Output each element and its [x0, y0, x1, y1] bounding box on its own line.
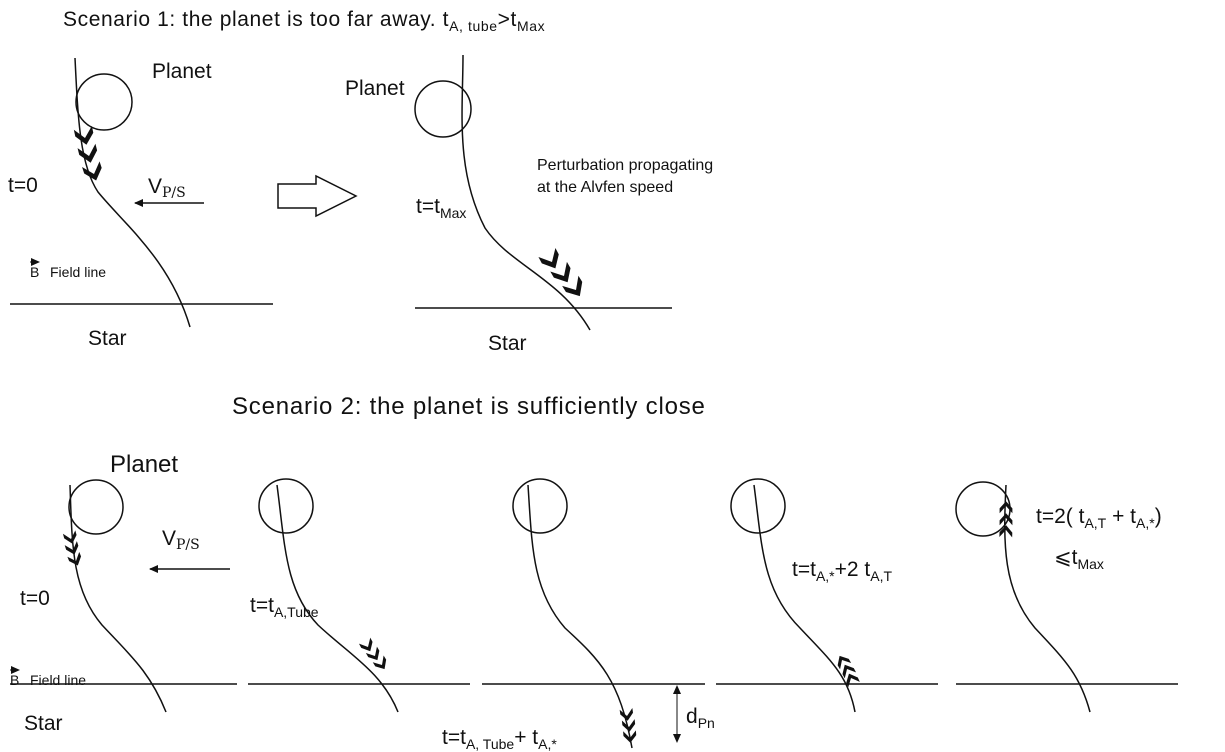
scenario2-panel-4: t=tA,*+2 tA,T: [716, 478, 938, 713]
vector-b-label: B: [30, 264, 39, 280]
time-label: t=tA,*+2 tA,T: [792, 558, 892, 584]
scenario2-title: Scenario 2: the planet is sufficiently c…: [232, 393, 706, 420]
field-line: [527, 484, 633, 749]
time-label: t=tA, Tube+ tA,*: [442, 726, 557, 752]
scenario2-panel-2: t=tA,Tube: [248, 478, 470, 713]
time-label: t=0: [20, 587, 50, 610]
time-label: t=2( tA,T + tA,*): [1036, 505, 1162, 531]
right-arrow-icon: [277, 174, 358, 218]
planet-circle: [512, 478, 568, 534]
scenario1-panel-right: Planet Perturbation propagating at the A…: [345, 54, 713, 355]
velocity-label: VP/S: [148, 175, 186, 201]
field-line: [1004, 484, 1091, 713]
scenario1-title: Scenario 1: the planet is too far away. …: [63, 8, 545, 34]
field-line: [753, 484, 856, 713]
field-line-label: Field line: [30, 672, 86, 688]
time-label: t=tMax: [416, 195, 466, 221]
planet-label: Planet: [110, 451, 178, 478]
scenario2-panel-1: Planet VP/S t=0 B Field line Star: [10, 451, 237, 735]
field-line-label: Field line: [50, 264, 106, 280]
scenario1-panel-left: Planet t=0 VP/S B Field line Star: [8, 57, 273, 350]
time-label: t=0: [8, 174, 38, 197]
velocity-label: VP/S: [162, 527, 200, 553]
planet-circle: [730, 478, 786, 534]
annotation-line1: Perturbation propagating: [537, 157, 713, 174]
annotation-line2: at the Alvfen speed: [537, 179, 673, 196]
field-line: [69, 484, 167, 713]
scenario2-panel-5: t=2( tA,T + tA,*) ⩽tMax: [955, 481, 1178, 713]
field-line: [276, 484, 399, 713]
planet-circle: [68, 479, 124, 535]
star-label: Star: [88, 327, 127, 350]
perturbation-chevrons: [999, 501, 1013, 538]
perturbation-chevrons: [358, 637, 390, 673]
planet-label: Planet: [345, 77, 405, 100]
vector-b-label: B: [10, 672, 19, 688]
planet-circle: [258, 478, 314, 534]
planet-circle: [75, 73, 133, 131]
time-label: t=tA,Tube: [250, 594, 319, 620]
field-line: [461, 54, 591, 331]
max-bound-label: ⩽tMax: [1054, 546, 1104, 572]
depth-label: dPn: [686, 705, 715, 731]
planet-label: Planet: [152, 60, 212, 83]
star-label: Star: [488, 332, 527, 355]
scenario2-panel-3: t=tA, Tube+ tA,* dPn: [442, 478, 715, 752]
perturbation-chevrons: [619, 707, 637, 744]
star-label: Star: [24, 712, 63, 735]
perturbation-chevrons: [73, 125, 105, 184]
planet-circle: [414, 80, 472, 138]
perturbation-chevrons: [538, 247, 588, 302]
